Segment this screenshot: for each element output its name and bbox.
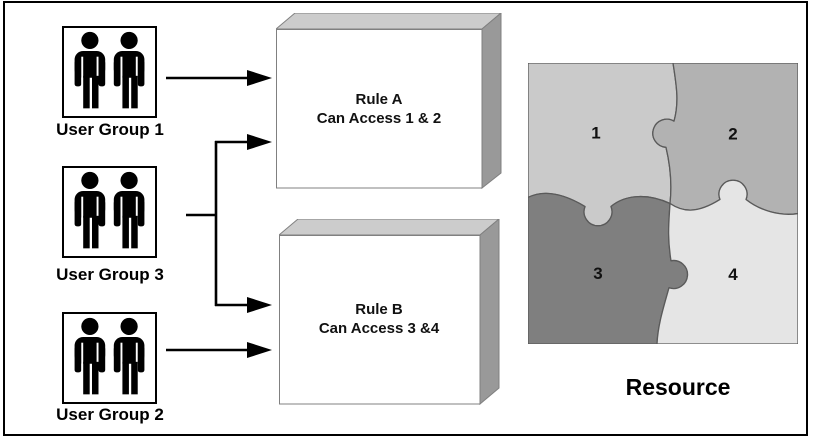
user-group-2-box xyxy=(62,312,157,404)
puzzle-piece-2-number: 2 xyxy=(728,124,737,143)
person-icon xyxy=(74,31,106,109)
rule-b-box: Rule B Can Access 3 &4 xyxy=(277,217,501,406)
rule-a-title: Rule A xyxy=(356,91,403,108)
resource-label: Resource xyxy=(625,374,731,400)
person-icon xyxy=(113,171,145,249)
rule-a-box-side-face xyxy=(481,11,502,190)
puzzle-piece-1-number: 1 xyxy=(591,123,600,142)
user-group-1-label: User Group 1 xyxy=(56,120,164,139)
rule-b-title: Rule B xyxy=(355,301,403,318)
rule-a-box: Rule A Can Access 1 & 2 xyxy=(274,11,503,190)
user-group-2-label: User Group 2 xyxy=(56,405,164,424)
rule-a-subtitle: Can Access 1 & 2 xyxy=(317,110,442,127)
puzzle-piece-3-number: 3 xyxy=(593,264,602,283)
rule-a-box-top-face xyxy=(274,12,503,30)
user-group-3-box xyxy=(62,166,157,258)
two-people-icon xyxy=(74,171,145,249)
resource-puzzle: 1 2 3 4 xyxy=(527,62,799,345)
rule-b-box-front-face xyxy=(279,235,481,405)
two-people-icon xyxy=(74,31,145,109)
two-people-icon xyxy=(74,317,145,395)
person-icon xyxy=(74,171,106,249)
diagram-border xyxy=(3,1,808,436)
rule-b-box-top-face xyxy=(277,218,501,236)
rule-b-box-side-face xyxy=(479,217,500,406)
rule-a-box-front-face xyxy=(276,29,483,189)
user-group-3-label: User Group 3 xyxy=(56,265,164,284)
person-icon xyxy=(113,317,145,395)
person-icon xyxy=(113,31,145,109)
person-icon xyxy=(74,317,106,395)
user-group-1-box xyxy=(62,26,157,118)
puzzle-piece-4-number: 4 xyxy=(728,265,738,284)
rule-b-subtitle: Can Access 3 &4 xyxy=(319,320,440,337)
